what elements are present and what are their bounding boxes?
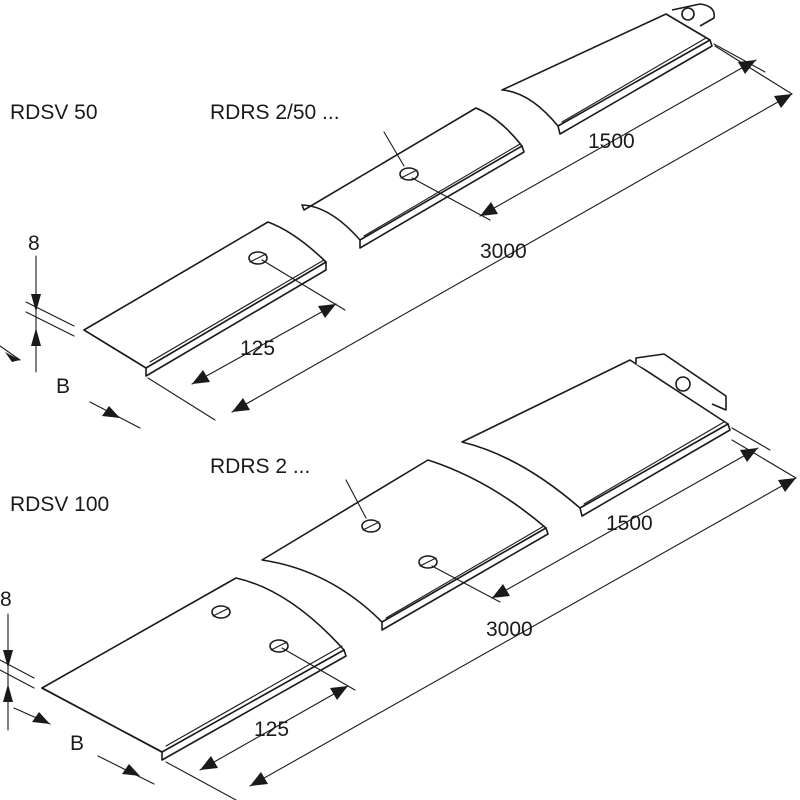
- dim-width-label: B: [70, 732, 84, 755]
- connector-label: RDRS 2/50 ...: [210, 101, 340, 124]
- dim-height-label: 8: [0, 588, 12, 611]
- cover-segment-middle: [261, 459, 549, 631]
- dim-half-length-label: 1500: [606, 512, 653, 535]
- cover-segment-right: [501, 3, 716, 135]
- assembly-rdsv-100: RDSV 100 RDRS 2 ... 8 B 125 1500 3000: [0, 353, 797, 800]
- product-label: RDSV 100: [10, 493, 109, 516]
- dim-height-label: 8: [28, 232, 40, 255]
- connector-label: RDRS 2 ...: [210, 455, 310, 478]
- screw-icon: [418, 555, 438, 569]
- dim-half-length-label: 1500: [588, 130, 635, 153]
- screw-icon: [211, 605, 231, 619]
- dim-pitch-label: 125: [240, 337, 275, 360]
- screw-icon: [399, 167, 419, 181]
- dim-pitch-label: 125: [254, 718, 289, 741]
- screw-icon: [248, 251, 268, 265]
- product-label: RDSV 50: [10, 101, 98, 124]
- cover-segment-left: [83, 221, 327, 377]
- cover-segment-right: [461, 353, 731, 517]
- assembly-rdsv-50: RDSV 50 RDRS 2/50 ... 8 B 125 1500 3000: [0, 3, 793, 429]
- dim-full-length-label: 3000: [480, 240, 527, 263]
- cover-segment-left: [41, 577, 347, 761]
- dim-full-length-label: 3000: [486, 618, 533, 641]
- screw-icon: [361, 519, 381, 533]
- dim-width-label: B: [56, 375, 70, 398]
